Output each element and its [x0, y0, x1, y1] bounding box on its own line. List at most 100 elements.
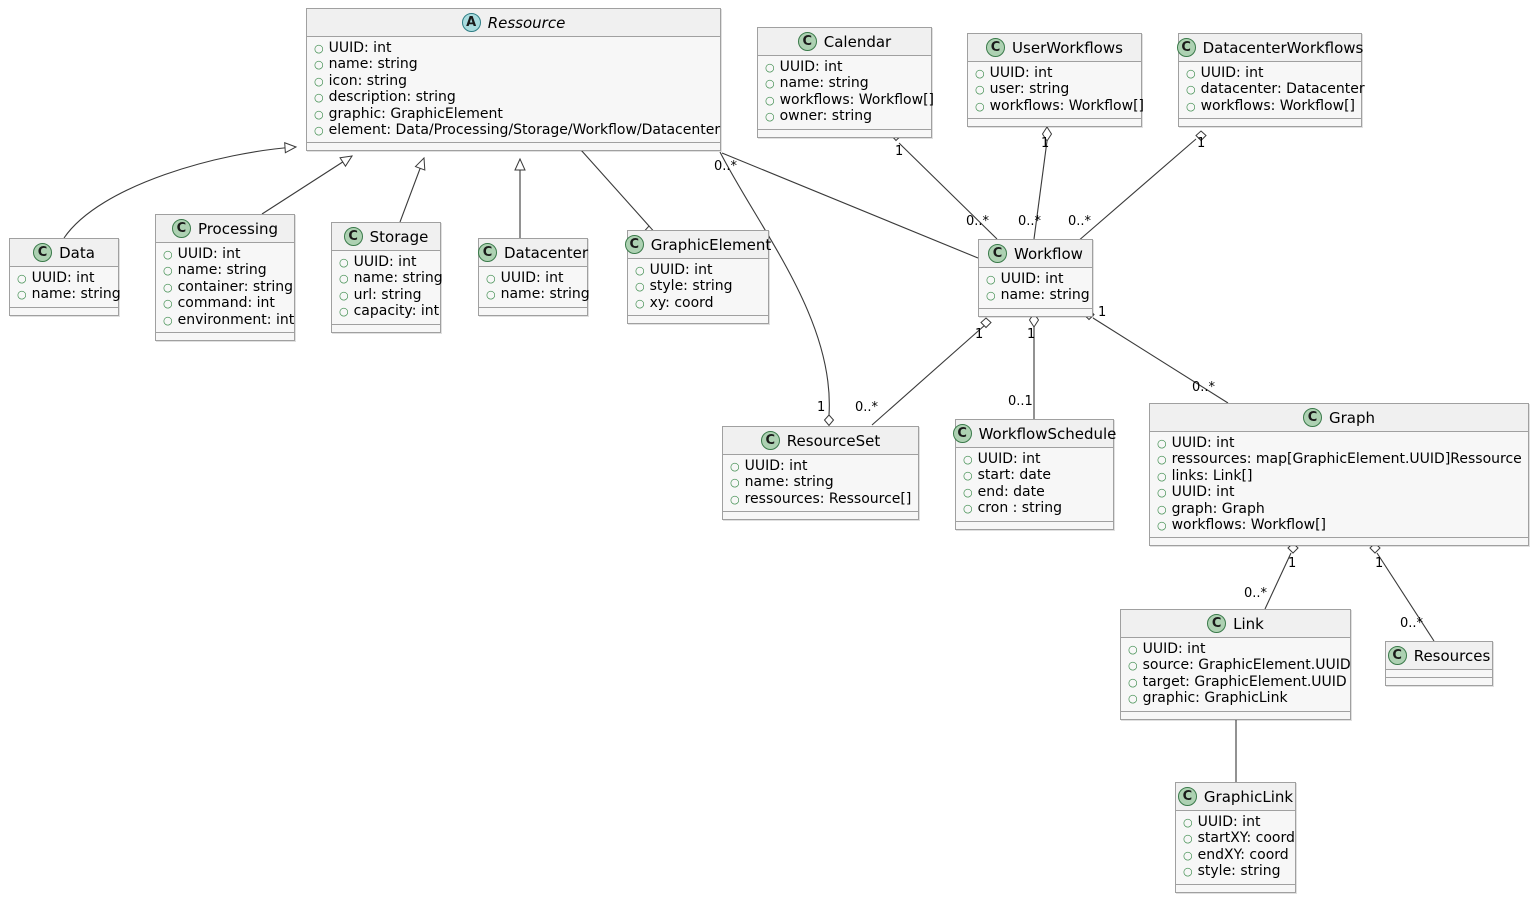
attribute-text: xy: coord — [649, 294, 714, 311]
attribute-text: UUID: int — [31, 270, 95, 286]
class-methods-workflow — [979, 308, 1092, 316]
class-attributes-userworkflows: ○UUID: int○user: string○workflows: Workf… — [968, 62, 1144, 120]
class-title: ResourceSet — [786, 431, 881, 450]
attribute-text: user: string — [989, 81, 1070, 98]
class-title: Calendar — [823, 32, 892, 51]
visibility-public-icon: ○ — [314, 124, 324, 138]
attribute-text: workflows: Workflow[] — [1171, 517, 1326, 534]
class-attribute: ○ressources: map[GraphicElement.UUID]Res… — [1157, 451, 1522, 467]
class-attributes-ressource: ○UUID: int○name: string○icon: string○des… — [307, 37, 720, 144]
attribute-text: owner: string — [779, 108, 872, 125]
attribute-text: name: string — [353, 270, 443, 287]
visibility-public-icon: ○ — [1128, 659, 1138, 673]
visibility-public-icon: ○ — [1157, 437, 1167, 450]
visibility-public-icon: ○ — [986, 289, 996, 303]
class-attributes-data: ○UUID: int○name: string — [10, 267, 121, 308]
class-attribute: ○style: string — [635, 278, 761, 294]
class-attribute: ○name: string — [486, 286, 590, 302]
visibility-public-icon: ○ — [730, 492, 740, 506]
attribute-text: name: string — [500, 286, 590, 303]
attribute-text: workflows: Workflow[] — [779, 91, 934, 108]
class-attribute: ○graphic: GraphicElement — [314, 106, 713, 122]
multiplicity-label: 0..* — [855, 400, 879, 415]
class-title: Workflow — [1014, 244, 1083, 263]
attribute-text: graphic: GraphicElement — [328, 105, 503, 122]
uml-class-workflow[interactable]: C Workflow ○UUID: int○name: string — [978, 239, 1093, 317]
class-attributes-link: ○UUID: int○source: GraphicElement.UUID○t… — [1121, 638, 1351, 712]
class-attribute: ○UUID: int — [975, 65, 1134, 81]
class-attribute: ○name: string — [730, 474, 911, 490]
visibility-public-icon: ○ — [339, 288, 349, 302]
class-attribute: ○owner: string — [765, 108, 924, 124]
attribute-text: name: string — [779, 75, 869, 92]
class-attribute: ○graph: Graph — [1157, 501, 1521, 517]
class-icon: C — [988, 244, 1008, 263]
class-attribute: ○UUID: int — [765, 59, 924, 75]
class-header-processing: C Processing — [156, 215, 294, 243]
class-attribute: ○UUID: int — [339, 254, 433, 270]
class-icon: C — [1302, 408, 1322, 427]
visibility-public-icon: ○ — [486, 272, 496, 285]
class-attribute: ○ start: date — [963, 467, 1106, 483]
attribute-text: UUID: int — [649, 262, 713, 278]
class-icon: C — [171, 219, 191, 238]
class-attribute: ○container: string — [163, 279, 293, 295]
class-attribute: ○environment: int — [163, 312, 294, 328]
class-attribute: ○name: string — [765, 75, 924, 91]
class-icon: C — [797, 32, 817, 51]
class-title: Storage — [369, 227, 429, 246]
class-attributes-workflow: ○UUID: int○name: string — [979, 268, 1092, 309]
visibility-public-icon: ○ — [314, 91, 324, 105]
visibility-public-icon: ○ — [163, 264, 173, 278]
visibility-public-icon: ○ — [963, 469, 973, 483]
visibility-public-icon: ○ — [163, 248, 173, 261]
class-title: Processing — [197, 219, 279, 238]
visibility-public-icon: ○ — [1128, 692, 1138, 706]
attribute-text: cron : string — [977, 500, 1062, 517]
multiplicity-label: 1 — [975, 327, 984, 342]
class-attribute: ○name: string — [17, 286, 121, 302]
multiplicity-label: 1 — [1197, 136, 1206, 151]
visibility-public-icon: ○ — [339, 305, 349, 319]
class-icon: C — [477, 243, 497, 262]
attribute-text: start: date — [977, 467, 1051, 484]
attribute-text: name: string — [744, 474, 834, 491]
class-attribute: ○name: string — [163, 262, 287, 278]
class-title: UserWorkflows — [1012, 38, 1123, 57]
visibility-public-icon: ○ — [1157, 519, 1167, 533]
visibility-public-icon: ○ — [1128, 643, 1138, 656]
class-title: Graph — [1328, 408, 1375, 427]
class-icon: C — [33, 243, 53, 262]
visibility-public-icon: ○ — [1157, 486, 1167, 500]
uml-class-graph[interactable]: C Graph ○UUID: int ○ressources: map[Graphic… — [1149, 403, 1529, 547]
class-attribute: ○xy: coord — [635, 295, 761, 311]
attribute-text: UUID: int — [1200, 65, 1264, 81]
attribute-text: name: string — [31, 286, 121, 303]
attribute-text: UUID: int — [328, 40, 392, 56]
class-attribute: ○UUID: int — [1186, 65, 1354, 81]
attribute-text: environment: int — [177, 311, 295, 328]
class-attribute: ○UUID: int — [17, 270, 111, 286]
attribute-text: source: GraphicElement.UUID — [1142, 657, 1351, 674]
class-attribute: ○UUID: int — [963, 451, 1106, 467]
class-attribute: ○UUID: int — [1157, 484, 1521, 500]
class-header-graph: C Graph — [1150, 404, 1528, 432]
